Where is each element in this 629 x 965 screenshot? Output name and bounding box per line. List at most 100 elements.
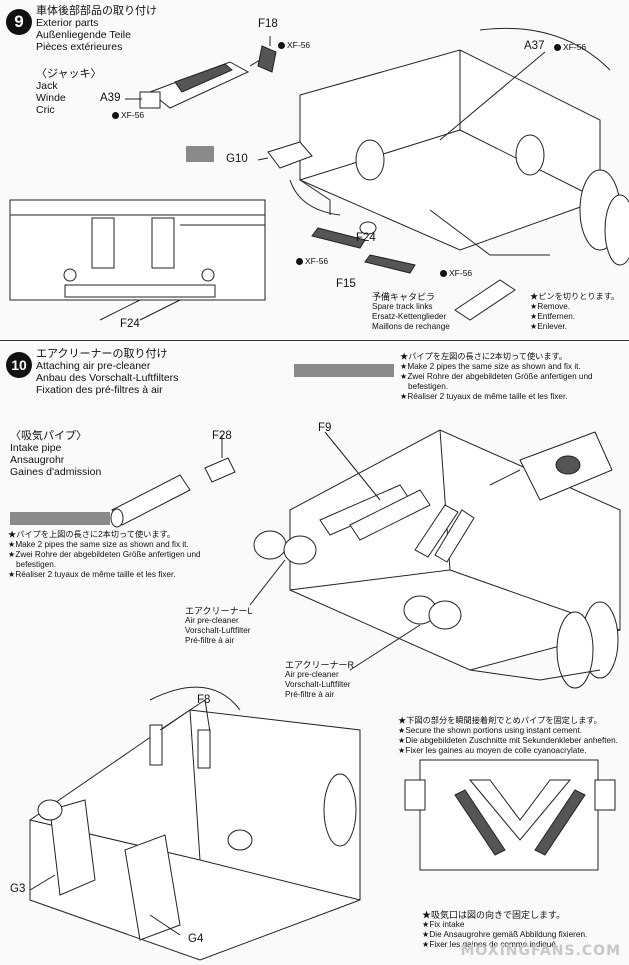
lower-hull-illustration [29,686,361,961]
step-10-drawing [29,429,621,961]
paint-xf56-tracks-left-label: XF-56 [305,256,329,266]
cement-note: ★下図の部分を瞬間接着剤でとめパイプを固定します。 ★Secure the sh… [398,716,618,756]
spare-track-fr: Maillons de rechange [372,322,450,331]
jack-label-jp: 〈ジャッキ〉 [36,68,102,80]
intake-de: Ansaugrohr [10,454,65,466]
pin-removal-note: ★ピンを切りとります。 ★Remove. ★Entfernen. ★Enleve… [530,292,619,332]
jack-label: 〈ジャッキ〉 Jack Winde Cric [36,68,101,116]
paint-xf56-tracks-left: XF-56 [296,256,328,266]
part-g4-label: G4 [188,933,204,945]
paint-dot-icon [278,41,285,49]
cement-detail-illustration [404,759,616,871]
pipe-note-top-en: ★Make 2 pipes the same size as shown and… [400,362,581,371]
spare-track-en: Spare track links [372,302,433,311]
part-g3-label: G3 [10,883,26,895]
paint-xf56-f18-label: XF-56 [287,40,311,50]
paint-dot-icon [112,111,119,119]
intake-fr: Gaines d'admission [10,466,102,478]
part-a39-label: A39 [100,92,121,104]
step-10-badge: 10 [6,352,32,378]
paint-dot-icon [296,257,303,265]
pipe-length-guide-top [294,364,394,377]
jack-label-en: Jack [36,80,58,92]
paint-dot-icon [554,43,561,51]
part-f24-label-top: F24 [356,232,376,244]
paint-xf56-a37-label: XF-56 [563,42,587,52]
paint-xf56-f18: XF-56 [278,40,310,50]
spare-track-jp: 予備キャタピラ [372,292,436,302]
pin-note-de: ★Entfernen. [530,312,576,321]
part-f8-label: F8 [197,694,211,706]
part-f9-label: F9 [318,422,332,434]
pin-note-jp: ★ピンを切りとります。 [530,292,620,301]
step-9-badge: 9 [6,9,32,35]
intake-pipe-illustration [110,435,236,528]
cement-note-fr: ★Fixer les gaines au moyen de colle cyan… [398,746,587,755]
paint-xf56-a39-label: XF-56 [121,110,145,120]
step-9-title-fr: Pièces extérieures [36,41,123,53]
part-a37-label: A37 [524,40,545,52]
cement-note-de: ★Die abgebildeten Zuschnitte mit Sekunde… [398,736,618,745]
step-9-title: 車体後部部品の取り付け Exterior parts Außenliegende… [36,5,157,53]
paint-xf56-tracks-right-label: XF-56 [449,268,473,278]
part-g10-label: G10 [226,153,248,165]
part-f24-label-bottom: F24 [120,318,140,330]
cleaner-l-jp: エアクリーナーL [185,606,253,616]
intake-en: Intake pipe [10,442,62,454]
intake-note-de: ★Die Ansaugrohre gemäß Abbildung fixiere… [422,930,588,939]
intake-orientation-note: ★吸気口は図の向きで固定します。 ★Fix intake ★Die Ansaug… [422,910,587,950]
pipe-note-top-de2: befestigen. [408,382,449,391]
spare-track-de: Ersatz-Kettenglieder [372,312,447,321]
jack-label-de: Winde [36,92,66,104]
step-10-title-fr: Fixation des pré-filtres à air [36,384,163,396]
part-f28-label: F28 [212,430,232,442]
pin-note-en: ★Remove. [530,302,571,311]
watermark-logo: MOXINGFANS.COM [460,943,621,959]
intake-note-jp: ★吸気口は図の向きで固定します。 [422,910,566,920]
pipe-length-guide-left [10,512,110,525]
step-9-title-en: Exterior parts [36,17,99,29]
part-f18-label: F18 [258,18,278,30]
cement-note-jp: ★下図の部分を瞬間接着剤でとめパイプを固定します。 [398,716,602,725]
air-cleaner-l-label: エアクリーナーL Air pre-cleaner Vorschalt-Luftf… [185,606,253,646]
paint-xf56-a39: XF-56 [112,110,144,120]
intake-note-en: ★Fix intake [422,920,465,929]
pipe-note-left-en: ★Make 2 pipes the same size as shown and… [8,540,189,549]
paint-xf56-tracks-right: XF-56 [440,268,472,278]
step-10-title-en: Attaching air pre-cleaner [36,360,151,372]
step-9-number: 9 [14,12,24,31]
pipe-note-left-fr: ★Réaliser 2 tuyaux de même taille et les… [8,570,176,579]
step-divider [0,340,629,341]
jack-part-illustration [139,61,250,109]
cleaner-r-de: Vorschalt-Luftfilter [285,680,351,689]
step-9-title-jp: 車体後部部品の取り付け [36,5,157,17]
step-10-title: エアクリーナーの取り付け Attaching air pre-cleaner A… [36,348,178,396]
pipe-note-left-de2: befestigen. [16,560,57,569]
pipe-note-top-fr: ★Réaliser 2 tuyaux de même taille et les… [400,392,568,401]
pipe-note-top-jp: ★パイプを左図の長さに2本切って使います。 [400,352,568,361]
cleaner-l-en: Air pre-cleaner [185,616,239,625]
cleaner-l-fr: Pré-filtre à air [185,636,235,645]
f18-bracket [257,45,277,73]
air-cleaner-r-label: エアクリーナーR Air pre-cleaner Vorschalt-Luftf… [285,660,354,700]
cleaner-r-fr: Pré-filtre à air [285,690,335,699]
pipe-note-left-de1: ★Zwei Rohre der abgebildeten Größe anfer… [8,550,201,559]
intake-jp: 〈吸気パイプ〉 [10,430,87,442]
jack-label-fr: Cric [36,104,55,116]
pipe-length-guide-9 [186,146,214,162]
step-9-drawing [9,27,629,321]
pipe-note-top-de1: ★Zwei Rohre der abgebildeten Größe anfer… [400,372,593,381]
part-f15-label: F15 [336,278,356,290]
step-9-title-de: Außenliegende Teile [36,29,131,41]
intake-note-fr: ★Fixer les gaines de comme indiqué. [422,940,559,949]
g10-part [267,141,313,169]
spare-track-illustration [311,221,516,321]
step-10-title-de: Anbau des Vorschalt-Luftfilters [36,372,179,384]
cement-note-en: ★Secure the shown portions using instant… [398,726,582,735]
intake-pipe-label: 〈吸気パイプ〉 Intake pipe Ansaugrohr Gaines d'… [10,430,101,478]
upper-hull-illustration [253,429,621,689]
pin-note-fr: ★Enlever. [530,322,567,331]
cleaner-l-de: Vorschalt-Luftfilter [185,626,251,635]
pipe-note-top: ★パイプを左図の長さに2本切って使います。 ★Make 2 pipes the … [400,352,593,402]
